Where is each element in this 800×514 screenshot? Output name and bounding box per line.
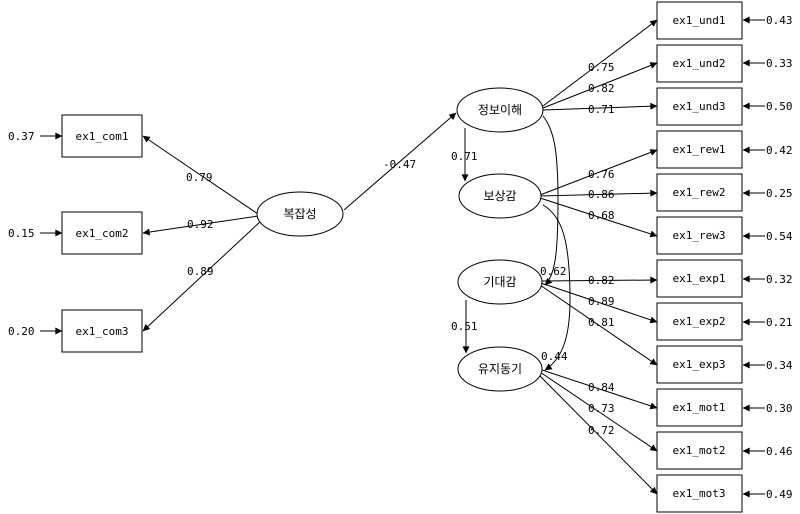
edge-expect-exp3	[539, 284, 658, 366]
edge-reward-rew1	[539, 149, 658, 196]
observed-box-mot3	[656, 474, 743, 513]
loading-label-com1: 0.79	[186, 171, 213, 184]
observed-label-und3: ex1_und3	[673, 100, 726, 113]
edge-info-und1	[542, 19, 658, 107]
observed-box-und3	[656, 87, 743, 126]
loading-label-rew1: 0.76	[588, 168, 615, 181]
latent-label-info: 정보이해	[478, 103, 522, 117]
loading-label-exp1: 0.82	[588, 274, 615, 287]
error-label-rew1: 0.42	[766, 144, 793, 157]
observed-box-exp3	[656, 345, 743, 384]
observed-box-mot1	[656, 388, 743, 427]
observed-label-com1: ex1_com1	[76, 130, 129, 143]
edge-reward-motive	[542, 204, 571, 371]
edge-info-und2	[542, 62, 658, 109]
edge-reward-rew3	[539, 197, 658, 238]
observed-label-rew2: ex1_rew2	[673, 186, 726, 199]
error-label-rew3: 0.54	[766, 230, 793, 243]
edge-motive-mot3	[537, 373, 658, 495]
latent-ellipse-complexity	[256, 191, 344, 237]
loading-label-mot2: 0.73	[588, 402, 615, 415]
latent-ellipse-motive	[457, 346, 543, 392]
loading-label-mot3: 0.72	[588, 424, 615, 437]
latent-label-expect: 기대감	[483, 275, 516, 289]
path-label-complexity-info: -0.47	[383, 158, 416, 171]
error-label-exp3: 0.34	[766, 359, 793, 372]
error-label-exp1: 0.32	[766, 273, 793, 286]
loading-label-com3: 0.89	[187, 265, 214, 278]
latent-ellipse-expect	[457, 259, 543, 305]
observed-label-exp3: ex1_exp3	[673, 358, 726, 371]
edge-motive-mot1	[541, 369, 658, 410]
edge-complexity-info	[343, 112, 457, 211]
edge-complexity-com1	[142, 135, 259, 215]
edge-reward-rew2	[539, 189, 658, 197]
observed-label-mot3: ex1_mot3	[673, 487, 726, 500]
observed-label-mot1: ex1_mot1	[673, 401, 726, 414]
latent-ellipse-reward	[458, 173, 542, 219]
loading-label-rew3: 0.68	[588, 209, 615, 222]
loading-label-und1: 0.75	[588, 61, 615, 74]
path-label-info-expect: 0.62	[540, 265, 567, 278]
observed-box-und1	[656, 1, 743, 40]
edge-expect-exp1	[541, 276, 658, 284]
latent-label-complexity: 복잡성	[283, 207, 316, 221]
latent-label-motive: 유지동기	[478, 362, 522, 376]
observed-box-com2	[61, 211, 143, 255]
observed-box-exp2	[656, 302, 743, 341]
path-label-info-reward: 0.71	[451, 150, 478, 163]
error-label-mot1: 0.30	[766, 402, 793, 415]
observed-label-und1: ex1_und1	[673, 14, 726, 27]
loading-label-com2: 0.92	[187, 218, 214, 231]
error-label-rew2: 0.25	[766, 187, 793, 200]
path-label-reward-motive: 0.44	[541, 350, 568, 363]
observed-box-rew3	[656, 216, 743, 255]
observed-label-exp2: ex1_exp2	[673, 315, 726, 328]
error-label-mot3: 0.49	[766, 488, 793, 501]
observed-label-com2: ex1_com2	[76, 227, 129, 240]
loading-label-exp2: 0.89	[588, 295, 615, 308]
edge-complexity-com2	[142, 215, 259, 236]
observed-box-rew1	[656, 130, 743, 169]
loading-label-und3: 0.71	[588, 103, 615, 116]
observed-box-mot2	[656, 431, 743, 470]
observed-box-exp1	[656, 259, 743, 298]
error-label-com3: 0.20	[8, 325, 35, 338]
loading-label-und2: 0.82	[588, 82, 615, 95]
error-label-exp2: 0.21	[766, 316, 793, 329]
observed-label-rew1: ex1_rew1	[673, 143, 726, 156]
edge-expect-exp2	[540, 282, 658, 324]
latent-ellipse-info	[456, 87, 544, 133]
observed-label-mot2: ex1_mot2	[673, 444, 726, 457]
observed-label-rew3: ex1_rew3	[673, 229, 726, 242]
edge-complexity-com3	[142, 219, 263, 332]
error-label-mot2: 0.46	[766, 445, 793, 458]
error-label-und1: 0.43	[766, 14, 793, 27]
observed-box-com3	[61, 309, 143, 353]
path-label-expect-motive: 0.51	[451, 320, 478, 333]
observed-label-com3: ex1_com3	[76, 325, 129, 338]
edge-info-expect	[542, 115, 559, 286]
observed-label-und2: ex1_und2	[673, 57, 726, 70]
observed-box-rew2	[656, 173, 743, 212]
loading-label-rew2: 0.86	[588, 188, 615, 201]
observed-box-com1	[61, 114, 143, 158]
loading-label-mot1: 0.84	[588, 381, 615, 394]
loading-label-exp3: 0.81	[588, 316, 615, 329]
observed-box-und2	[656, 44, 743, 83]
error-label-com1: 0.37	[8, 130, 35, 143]
edge-info-und3	[542, 102, 658, 111]
observed-label-exp1: ex1_exp1	[673, 272, 726, 285]
error-label-com2: 0.15	[8, 227, 35, 240]
edge-motive-mot2	[539, 371, 658, 452]
latent-label-reward: 보상감	[483, 189, 516, 203]
error-label-und3: 0.50	[766, 100, 793, 113]
error-label-und2: 0.33	[766, 57, 793, 70]
